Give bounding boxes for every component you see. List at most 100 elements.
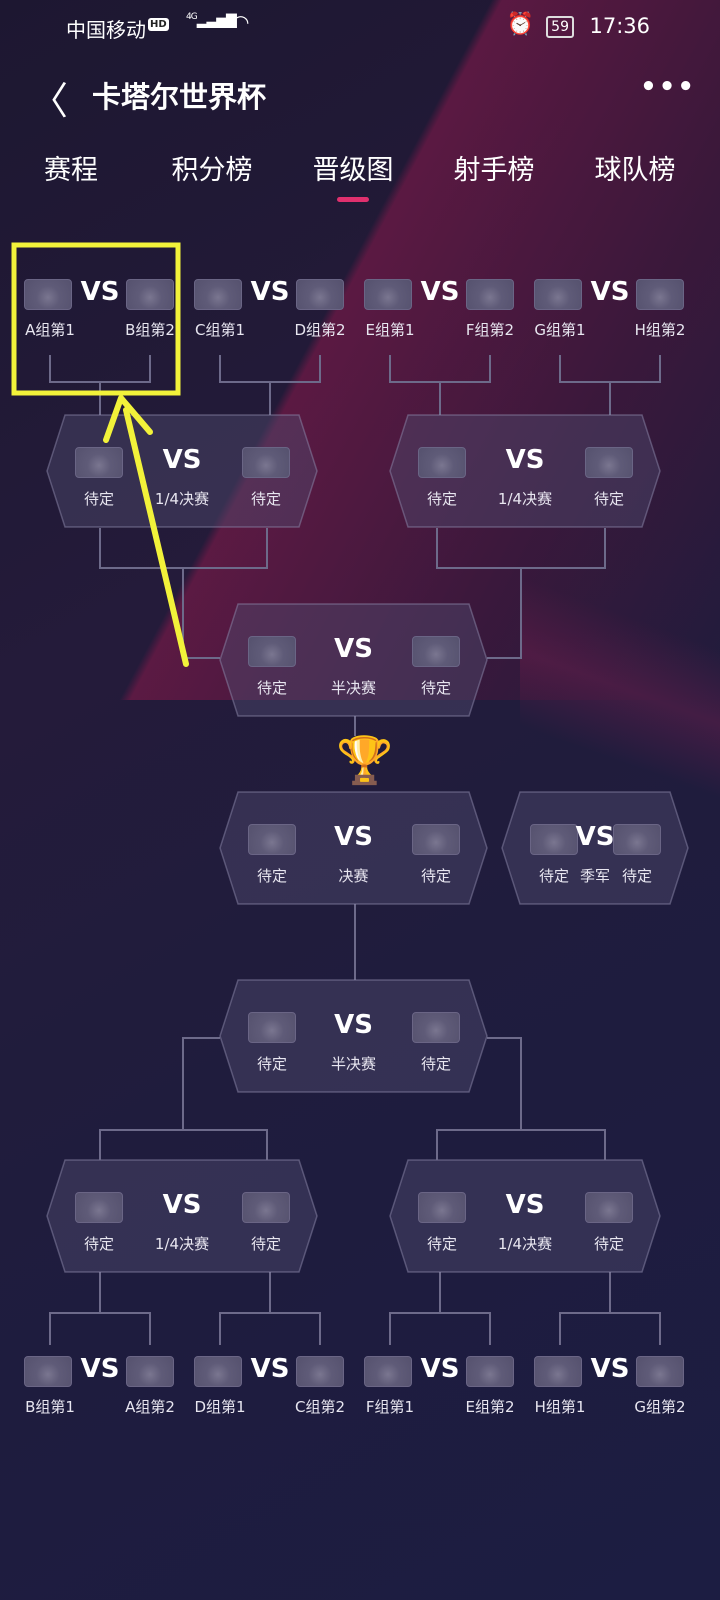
highlight-box [11,242,181,396]
tab-schedule[interactable]: 赛程 [44,155,98,186]
top-r16-match-1-home-label: A组第1 [25,321,75,339]
top-semifinal-stage-label: 半决赛 [330,679,377,697]
top-r16-match-3-vs: VS [420,277,460,307]
bottom-r16-match-1-away-flag [126,1356,174,1387]
top-r16-match-4-home-flag [534,279,582,310]
third-place-home-flag [530,824,578,855]
bottom-r16-connector [49,1272,151,1345]
top-r16-connector [389,355,491,415]
top-r16-match-2-away-flag [296,279,344,310]
bottom-qf-match-1-box[interactable] [46,1159,318,1273]
top-qf-match-1-box[interactable] [46,414,318,528]
bottom-qf-match-2-home-flag [418,1192,466,1223]
bottom-r16-connector [389,1272,491,1345]
top-r16-match-4-vs: VS [590,277,630,307]
bottom-qf-match-1-stage-label: 1/4决赛 [154,1235,210,1253]
top-r16-match-1-vs: VS [80,277,120,307]
arrow-head-icon [103,395,153,443]
top-semifinal-away-flag [412,636,460,667]
bottom-semifinal-stage-label: 半决赛 [330,1055,377,1073]
top-qf-match-2-stage-label: 1/4决赛 [497,490,553,508]
alarm-icon: ⏰ [506,12,534,37]
top-r16-match-1-away-flag [126,279,174,310]
top-r16-match-3-away-flag [466,279,514,310]
annotation-arrow [123,407,189,667]
third-place-away-label: 待定 [621,867,653,885]
top-r16-match-3-home-label: E组第1 [365,321,415,339]
bottom-r16-match-2-vs: VS [250,1354,290,1384]
top-qf-match-2-vs: VS [505,445,545,475]
bottom-semifinal-away-flag [412,1012,460,1043]
top-r16-connector [219,355,321,415]
final-away-flag [412,824,460,855]
top-qf-match-1-away-label: 待定 [250,490,282,508]
active-tab-indicator [337,197,369,202]
tab-scorers[interactable]: 射手榜 [453,155,535,186]
top-qf-match-2-home-label: 待定 [426,490,458,508]
bottom-r16-match-2-home-flag [194,1356,242,1387]
top-r16-match-2-home-label: C组第1 [194,321,246,339]
battery-icon: 59 [546,16,574,38]
bottom-r16-match-4-home-flag [534,1356,582,1387]
chevron-left-icon[interactable]: 〈 [30,79,69,123]
top-r16-connector [49,355,151,415]
bottom-qf-match-2-away-flag [585,1192,633,1223]
wifi-icon: ◠ [232,10,250,34]
tab-bracket[interactable]: 晋级图 [312,155,394,186]
bottom-r16-match-1-away-label: A组第2 [125,1398,175,1416]
top-qf-match-1-home-label: 待定 [83,490,115,508]
carrier: 中国移动 [66,18,146,42]
clock: 17:36 [589,14,650,38]
bottom-qf-match-1-away-label: 待定 [250,1235,282,1253]
third-place-stage-label: 季军 [579,867,611,885]
bottom-r16-match-2-home-label: D组第1 [194,1398,246,1416]
top-qf-match-1-away-flag [242,447,290,478]
top-r16-match-2-away-label: D组第2 [294,321,346,339]
bottom-r16-match-3-home-label: F组第1 [365,1398,415,1416]
final-home-flag [248,824,296,855]
tab-bar: 赛程 积分榜 晋级图 射手榜 球队榜 [0,148,720,188]
hd-icon: HD [148,18,169,31]
top-semifinal-box[interactable] [219,603,488,717]
top-r16-match-2-vs: VS [250,277,290,307]
top-semifinal-home-label: 待定 [256,679,288,697]
final-box[interactable] [219,791,488,905]
bottom-qf-match-2-stage-label: 1/4决赛 [497,1235,553,1253]
tab-standings[interactable]: 积分榜 [171,155,253,186]
top-r16-match-4-away-label: H组第2 [634,321,686,339]
top-semifinal-vs: VS [334,634,373,664]
top-semifinal-away-label: 待定 [420,679,452,697]
bottom-r16-connector [219,1272,321,1345]
bottom-r16-match-1-home-flag [24,1356,72,1387]
bottom-r16-match-4-vs: VS [590,1354,630,1384]
bottom-qf-connector [99,1037,268,1160]
status-bar: 中国移动 HD 4G▂▃▅▇ ◠ ⏰ 59 17:36 [0,10,720,46]
bottom-semifinal-box[interactable] [219,979,488,1093]
bottom-qf-connector [436,1037,606,1160]
top-qf-match-2-box[interactable] [389,414,661,528]
third-place-away-flag [613,824,661,855]
top-qf-connector [436,528,606,659]
more-icon[interactable]: ••• [640,72,696,102]
third-place-box[interactable] [501,791,689,905]
top-r16-match-2-home-flag [194,279,242,310]
bottom-qf-match-2-home-label: 待定 [426,1235,458,1253]
top-r16-match-4-away-flag [636,279,684,310]
top-r16-match-1-away-label: B组第2 [125,321,175,339]
top-r16-match-3-home-flag [364,279,412,310]
tab-teams[interactable]: 球队榜 [594,155,676,186]
bottom-qf-match-2-away-label: 待定 [593,1235,625,1253]
bottom-r16-connector [559,1272,661,1345]
bottom-qf-match-2-box[interactable] [389,1159,661,1273]
top-r16-match-4-home-label: G组第1 [534,321,586,339]
signal-icon: 4G▂▃▅▇ [186,12,237,29]
bottom-r16-match-1-home-label: B组第1 [25,1398,75,1416]
top-qf-match-1-stage-label: 1/4决赛 [154,490,210,508]
bottom-semifinal-away-label: 待定 [420,1055,452,1073]
top-qf-match-2-away-flag [585,447,633,478]
top-qf-match-2-away-label: 待定 [593,490,625,508]
final-away-label: 待定 [420,867,452,885]
top-qf-match-1-vs: VS [162,445,202,475]
